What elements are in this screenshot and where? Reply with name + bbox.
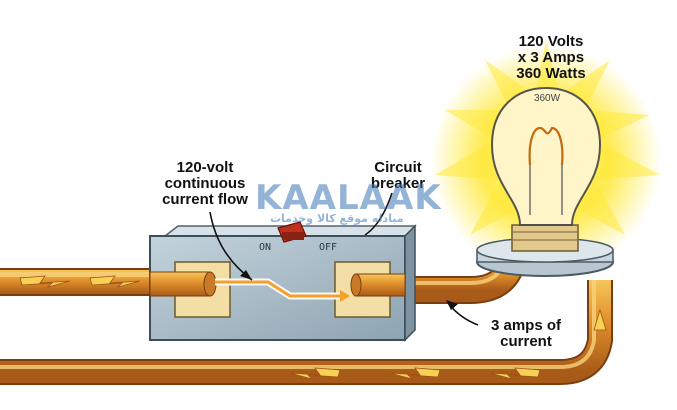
light-bulb-icon (490, 86, 602, 226)
bulb-rating-text: 360W (533, 93, 561, 104)
bulb-power-label: 120 Volts x 3 Amps 360 Watts (493, 34, 609, 81)
breaker-text-2: breaker (370, 174, 426, 192)
flow-text-2: continuous (164, 174, 246, 192)
lightning-icon (289, 367, 541, 380)
amps-text-1: 3 amps of (490, 317, 562, 334)
flow-text-1: 120-volt (176, 159, 234, 176)
breaker-text-1: Circuit (374, 159, 422, 176)
flow-label: 120-volt continuous current flow (145, 160, 265, 207)
switch-lever-icon (277, 221, 307, 243)
bulb-amps-text: x 3 Amps (517, 48, 585, 66)
return-wire (0, 280, 613, 385)
circuit-breaker-box (149, 224, 417, 342)
watermark-brand: KAALAAK (255, 178, 442, 218)
arrow-icon (340, 290, 350, 302)
amps-label: 3 amps of current (480, 318, 572, 350)
bulb-volts-text: 120 Volts (518, 33, 584, 50)
bulb-socket (476, 224, 614, 277)
switch-off-text: OFF (318, 242, 338, 253)
amps-text-2: current (500, 332, 552, 350)
bulb-watts-text: 360 Watts (516, 64, 586, 82)
arrow-icon (593, 308, 607, 331)
switch-on-text: ON (258, 242, 272, 253)
watermark-tagline: مبادله موقع كالا وخدمات (270, 212, 404, 225)
flow-text-3: current flow (162, 190, 248, 208)
lightning-icon (19, 275, 141, 288)
breaker-label: Circuit breaker (358, 160, 438, 192)
